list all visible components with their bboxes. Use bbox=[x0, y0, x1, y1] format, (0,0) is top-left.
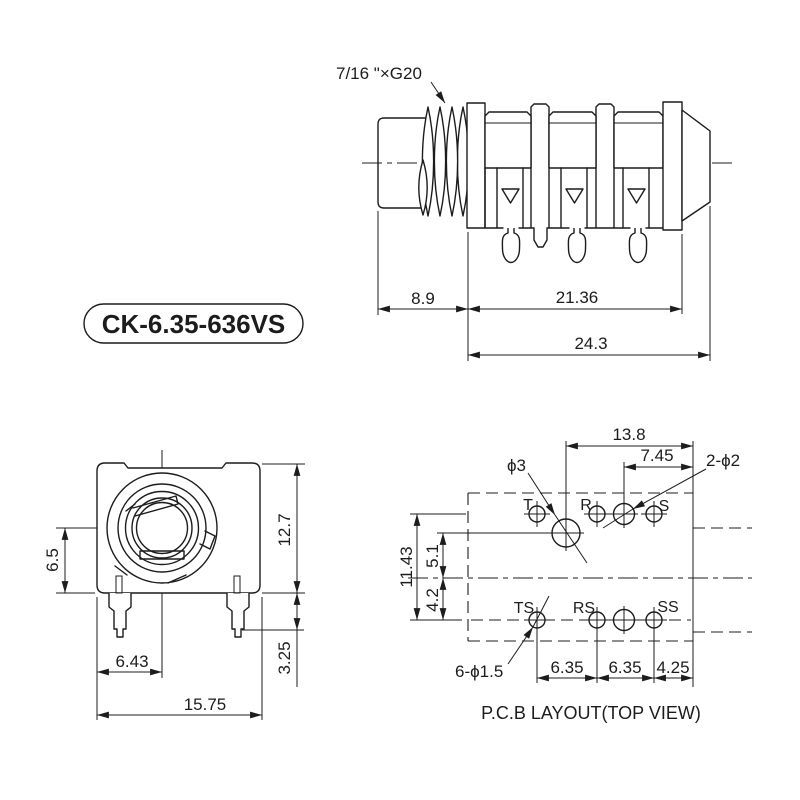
model-label-text: CK-6.35-636VS bbox=[102, 309, 286, 339]
dim-center-offset: 6.43 bbox=[115, 652, 148, 671]
front-legs bbox=[108, 575, 250, 638]
side-view-dimensions: 8.9 21.36 24.3 bbox=[377, 206, 711, 361]
pad-label-SS: SS bbox=[657, 599, 678, 616]
dim-leg: 3.25 bbox=[275, 641, 294, 674]
tip-contact-tab bbox=[132, 495, 179, 517]
contact-window-1 bbox=[501, 188, 520, 204]
contact-window-2 bbox=[565, 188, 584, 204]
housing-body bbox=[484, 103, 664, 229]
callout-6phi15: 6-ϕ1.5 bbox=[455, 662, 503, 681]
callout-2phi2: 2-ϕ2 bbox=[706, 451, 740, 470]
model-label: CK-6.35-636VS bbox=[83, 303, 304, 344]
end-plate bbox=[662, 101, 683, 231]
dim-pitch-1: 6.35 bbox=[550, 658, 583, 677]
dim-5-1: 5.1 bbox=[423, 544, 442, 568]
end-cone bbox=[681, 109, 711, 222]
side-view: 7/16 "×G20 8.9 21.36 24.3 bbox=[336, 64, 735, 361]
pcb-layout: ϕ3 2-ϕ2 6-ϕ1.5 T R S TS RS SS 13.8 7.45 … bbox=[397, 425, 752, 723]
pcb-holes bbox=[524, 500, 667, 634]
pad-label-TS: TS bbox=[514, 600, 534, 617]
contact-window-3 bbox=[627, 188, 646, 204]
front-body-outline bbox=[96, 462, 261, 594]
pcb-callouts: ϕ3 2-ϕ2 6-ϕ1.5 bbox=[455, 451, 740, 681]
callout-phi3: ϕ3 bbox=[507, 456, 526, 475]
pad-label-R: R bbox=[580, 497, 592, 514]
pcb-dimensions: 13.8 7.45 11.43 5.1 4.2 6.35 6.35 4.25 bbox=[397, 425, 693, 682]
pcb-caption: P.C.B LAYOUT(TOP VIEW) bbox=[481, 703, 701, 723]
dim-height: 12.7 bbox=[275, 513, 294, 546]
pad-label-RS: RS bbox=[573, 600, 595, 617]
bushing-barrel bbox=[377, 117, 426, 209]
jack-opening bbox=[106, 472, 218, 584]
front-leg-right bbox=[226, 593, 250, 638]
center-pin bbox=[533, 228, 548, 248]
bottom-contact-bar bbox=[139, 550, 185, 560]
dim-7-45: 7.45 bbox=[640, 446, 673, 465]
thread-spec-leader bbox=[430, 81, 446, 104]
model-label-outline bbox=[83, 303, 304, 344]
contact-tower-2 bbox=[595, 103, 615, 228]
dim-body: 21.36 bbox=[556, 288, 599, 307]
solder-leg-2 bbox=[567, 228, 587, 264]
thread-section bbox=[418, 106, 470, 217]
dim-width: 15.75 bbox=[184, 695, 227, 714]
dim-13-8: 13.8 bbox=[612, 425, 645, 444]
dim-overall: 24.3 bbox=[574, 334, 607, 353]
pad-label-S: S bbox=[659, 498, 670, 515]
solder-leg-1 bbox=[501, 228, 521, 264]
pcb-outline bbox=[408, 441, 752, 687]
dim-pitch-2: 6.35 bbox=[608, 658, 641, 677]
pcb-extension-lines bbox=[410, 441, 655, 683]
contact-tower-1 bbox=[530, 103, 550, 228]
dim-center-to-bottom: 6.5 bbox=[43, 548, 62, 572]
dim-edge: 4.25 bbox=[656, 658, 689, 677]
solder-legs bbox=[501, 228, 648, 264]
front-view: 6.5 12.7 3.25 6.43 15.75 bbox=[43, 450, 305, 720]
solder-leg-3 bbox=[628, 228, 648, 264]
dim-bushing: 8.9 bbox=[411, 289, 435, 308]
jack-bore bbox=[135, 501, 189, 555]
front-leg-left bbox=[108, 593, 132, 638]
dim-4-2: 4.2 bbox=[423, 588, 442, 612]
thread-spec-label: 7/16 "×G20 bbox=[336, 64, 422, 83]
pad-label-T: T bbox=[523, 497, 533, 514]
dim-11-43: 11.43 bbox=[397, 546, 416, 587]
mounting-flange bbox=[466, 102, 486, 229]
ring-notch bbox=[199, 530, 216, 550]
pcb-pad-labels: T R S TS RS SS bbox=[514, 497, 679, 617]
front-view-dimensions: 6.5 12.7 3.25 6.43 15.75 bbox=[43, 463, 305, 720]
